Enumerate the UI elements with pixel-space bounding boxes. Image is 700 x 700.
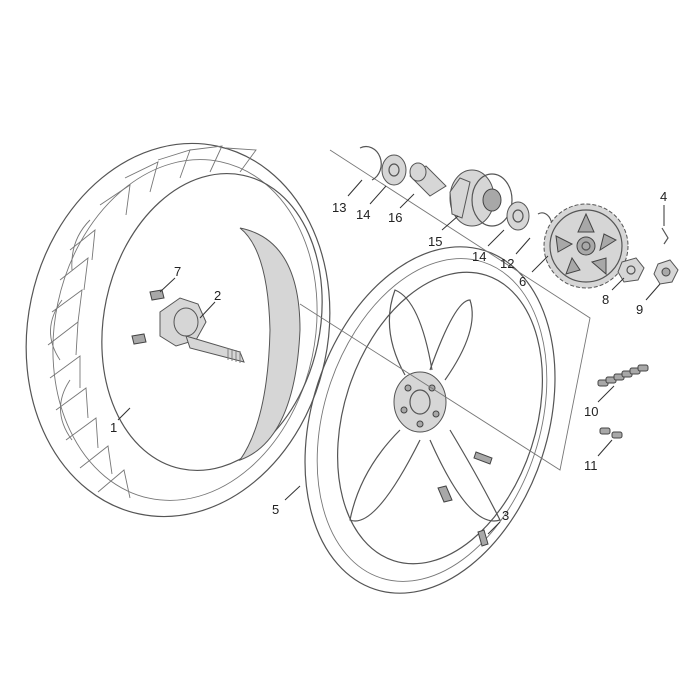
chain-link [599, 427, 623, 439]
callout-2: 2 [214, 288, 221, 303]
nut-9 [653, 259, 679, 285]
wheel-rim [304, 246, 556, 594]
circlip-13 [359, 145, 382, 181]
callout-4: 4 [660, 189, 667, 204]
hub-flange [131, 289, 245, 363]
callout-6: 6 [519, 274, 526, 289]
assembly-box [299, 149, 591, 471]
callout-10: 10 [584, 404, 598, 419]
callout-12: 12 [500, 256, 514, 271]
chain [597, 364, 649, 387]
bearing-14a [381, 154, 407, 186]
callout-8: 8 [602, 292, 609, 307]
callout-5: 5 [272, 502, 279, 517]
rim-bolt [477, 529, 489, 547]
nut-8 [617, 257, 645, 283]
callout-14-a: 14 [356, 207, 370, 222]
callout-16: 16 [388, 210, 402, 225]
callout-labels: 1 2 3 4 5 6 7 8 9 10 11 12 13 14 14 15 1… [110, 189, 667, 523]
sprocket [543, 203, 629, 289]
callout-7: 7 [174, 264, 181, 279]
tire [25, 142, 331, 518]
callout-15: 15 [428, 234, 442, 249]
bearing-14b [506, 201, 530, 231]
callout-11: 11 [584, 458, 598, 473]
sprocket-carrier-15 [449, 169, 513, 227]
callout-1: 1 [110, 420, 117, 435]
cotter-pin-4 [661, 227, 669, 245]
callout-3: 3 [502, 508, 509, 523]
spacer-16 [409, 162, 447, 197]
callout-14-b: 14 [472, 249, 486, 264]
leader-lines [117, 179, 665, 535]
callout-13: 13 [332, 200, 346, 215]
callout-9: 9 [636, 302, 643, 317]
